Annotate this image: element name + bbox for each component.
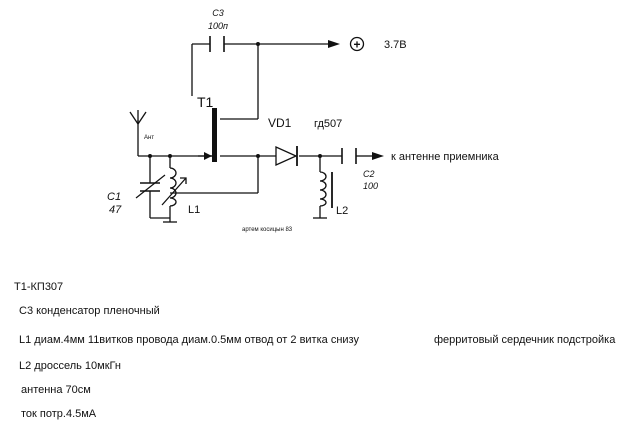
output-label: к антенне приемника bbox=[391, 151, 500, 163]
author-label: артем косицын 83 bbox=[242, 227, 293, 233]
inductor-l2-icon bbox=[313, 171, 333, 219]
c3-value-label: 100п bbox=[208, 21, 228, 31]
antenna-icon bbox=[129, 110, 147, 125]
plus-terminal-icon: + bbox=[349, 36, 365, 52]
c2-name-label: C2 bbox=[363, 169, 375, 179]
c3-name-label: C3 bbox=[212, 8, 224, 18]
supply-voltage-label: 3.7В bbox=[384, 39, 407, 51]
t1-label: T1 bbox=[197, 94, 214, 110]
svg-text:+: + bbox=[353, 38, 360, 52]
supply-arrow-icon bbox=[328, 40, 340, 48]
antenna-label: Ант bbox=[144, 135, 154, 141]
c1-name-label: C1 bbox=[107, 191, 121, 203]
c2-value-label: 100 bbox=[363, 181, 378, 191]
transistor-t1-icon bbox=[198, 108, 217, 162]
capacitor-c1-icon bbox=[135, 174, 166, 199]
l1-label: L1 bbox=[188, 204, 200, 216]
inductor-l1-icon bbox=[161, 167, 187, 223]
output-arrow-icon bbox=[372, 152, 384, 160]
c1-value-label: 47 bbox=[109, 204, 122, 216]
junction-dots bbox=[148, 42, 322, 158]
l2-label: L2 bbox=[336, 205, 348, 217]
wires bbox=[137, 43, 372, 222]
capacitor-c2-icon bbox=[341, 148, 357, 164]
capacitor-c3-icon bbox=[209, 36, 225, 52]
vd1-label: VD1 bbox=[268, 116, 292, 130]
vd1-type-label: гд507 bbox=[314, 118, 342, 130]
diode-vd1-icon bbox=[275, 145, 298, 167]
